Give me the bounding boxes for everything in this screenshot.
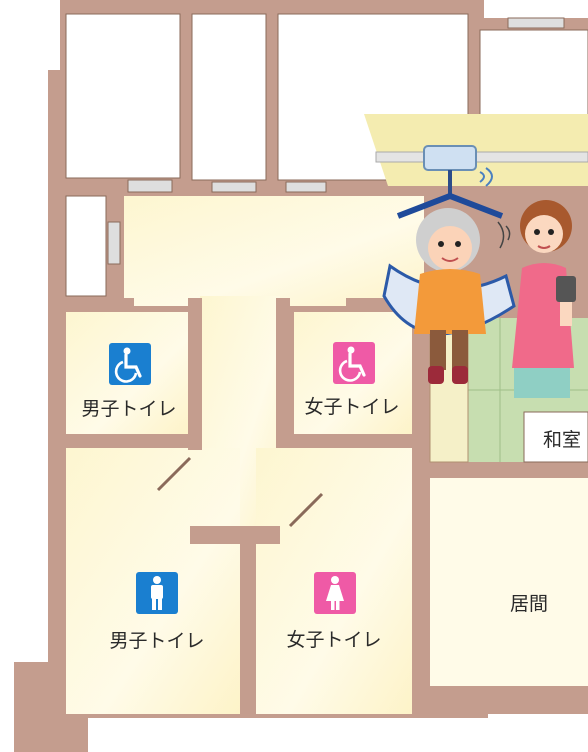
wheelchair-icon <box>338 346 366 382</box>
wheelchair-icon <box>114 347 142 383</box>
sign-womens-accessible <box>333 342 375 384</box>
exterior-bottom-right <box>488 712 588 752</box>
sign-mens-accessible <box>109 343 151 385</box>
closet-5 <box>484 0 588 18</box>
exterior-bottom <box>88 718 488 752</box>
label-womens-accessible: 女子トイレ <box>304 396 400 418</box>
sign-mens-toilet <box>136 572 178 614</box>
room-ima <box>430 478 588 686</box>
label-mens-toilet: 男子トイレ <box>109 630 205 652</box>
closet-side <box>65 195 107 297</box>
closet-1 <box>65 13 181 179</box>
label-ima: 居間 <box>509 593 549 615</box>
caregiver-icon <box>512 200 576 398</box>
exterior-top-left <box>14 0 60 70</box>
woman-icon <box>326 576 344 610</box>
label-washitsu: 和室 <box>542 429 582 451</box>
closet-2 <box>191 13 267 181</box>
label-womens-toilet: 女子トイレ <box>286 629 382 651</box>
exterior-left-strip <box>0 70 48 662</box>
elderly-person-icon <box>414 208 486 384</box>
corridor-floor <box>124 196 424 306</box>
sign-womens-toilet <box>314 572 356 614</box>
label-mens-accessible: 男子トイレ <box>81 398 177 420</box>
man-icon <box>151 576 163 610</box>
